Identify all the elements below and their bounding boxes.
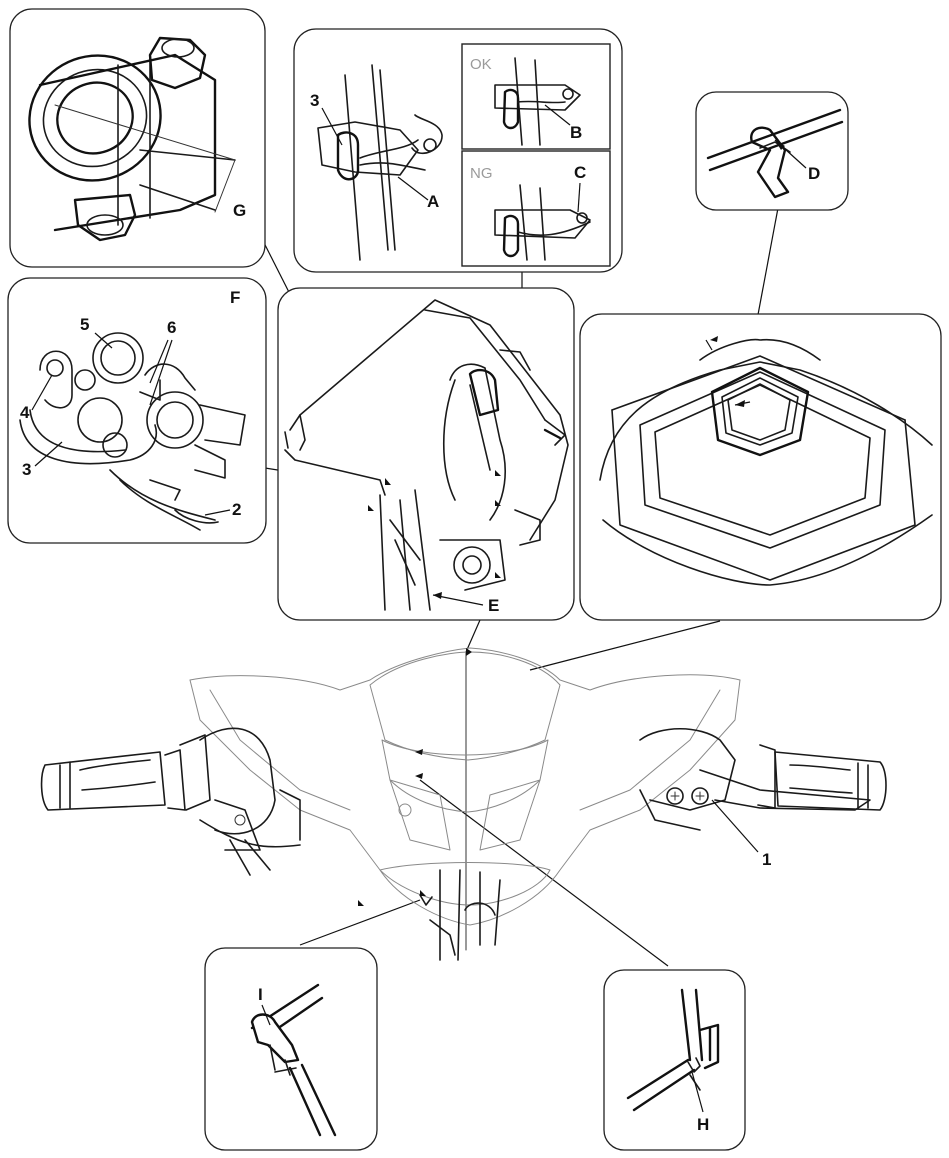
detail-panel-front-cover bbox=[579, 313, 942, 621]
detail-panel-g: G bbox=[9, 8, 266, 268]
callout-c: C bbox=[574, 163, 586, 182]
callout-3-f: 3 bbox=[22, 460, 31, 479]
front-cover-illustration bbox=[599, 338, 933, 586]
callout-4: 4 bbox=[20, 403, 30, 422]
callout-d: D bbox=[808, 164, 820, 183]
clamp-illustration bbox=[28, 36, 236, 242]
detail-panel-i: I bbox=[204, 947, 378, 1151]
detail-panel-a: 3 A OK NG B C bbox=[293, 28, 623, 273]
callout-f: F bbox=[230, 288, 240, 307]
callout-5: 5 bbox=[80, 315, 89, 334]
detail-panel-d: D bbox=[695, 91, 849, 211]
callout-3-top: 3 bbox=[310, 91, 319, 110]
callout-a: A bbox=[427, 192, 439, 211]
callout-6: 6 bbox=[167, 318, 176, 337]
ok-box bbox=[461, 43, 611, 150]
ok-label: OK bbox=[470, 56, 492, 73]
handlebar-main-illustration: 1 bbox=[40, 647, 887, 961]
detail-panel-e: E bbox=[277, 287, 575, 621]
detail-panel-h: H bbox=[603, 969, 746, 1151]
headlight-mount-illustration bbox=[284, 299, 569, 611]
ng-label: NG bbox=[470, 165, 493, 182]
ng-box bbox=[461, 150, 611, 267]
detail-panel-f: F 5 6 4 3 2 bbox=[7, 277, 267, 544]
harness-bundle-illustration bbox=[19, 332, 246, 531]
callout-g: G bbox=[233, 201, 246, 220]
callout-e: E bbox=[488, 596, 499, 615]
callout-b: B bbox=[570, 123, 582, 142]
callout-i: I bbox=[258, 985, 263, 1004]
cable-tie-illustration bbox=[317, 64, 443, 261]
callout-h: H bbox=[697, 1115, 709, 1134]
callout-1: 1 bbox=[762, 850, 771, 869]
callout-2: 2 bbox=[232, 500, 241, 519]
